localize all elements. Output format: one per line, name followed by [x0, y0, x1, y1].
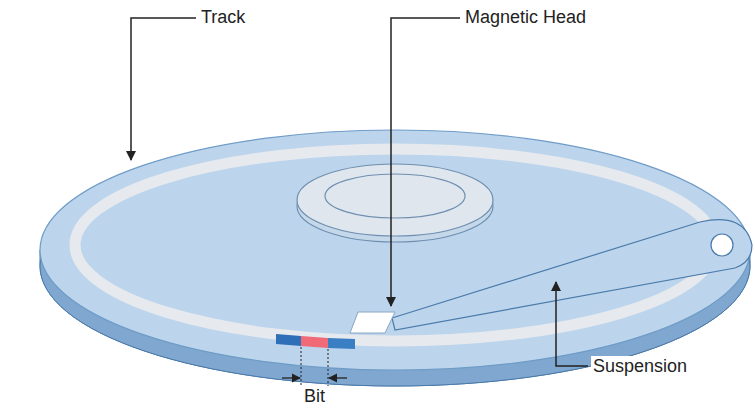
pivot-hole: [711, 234, 733, 256]
spindle: [325, 174, 465, 218]
leader-line: [391, 18, 460, 306]
track-ring: [75, 149, 715, 341]
dimension-label: Bit: [302, 386, 327, 406]
part-label: Suspension: [591, 356, 689, 376]
part-label: Magnetic Head: [463, 7, 588, 27]
bit-cell: [328, 338, 355, 349]
suspension-arm: [392, 220, 752, 330]
leader-line: [556, 282, 588, 366]
hub: [297, 164, 493, 236]
dimension-line: [328, 349, 329, 386]
bit-cell: [301, 336, 328, 348]
dimension-line: [301, 347, 302, 386]
leader-line: [131, 18, 196, 160]
bit-cell: [276, 334, 301, 346]
dimension-arrow: [329, 377, 347, 378]
magnetic-head: [350, 312, 395, 333]
dimension-arrow: [282, 377, 300, 378]
part-label: Track: [199, 7, 247, 27]
